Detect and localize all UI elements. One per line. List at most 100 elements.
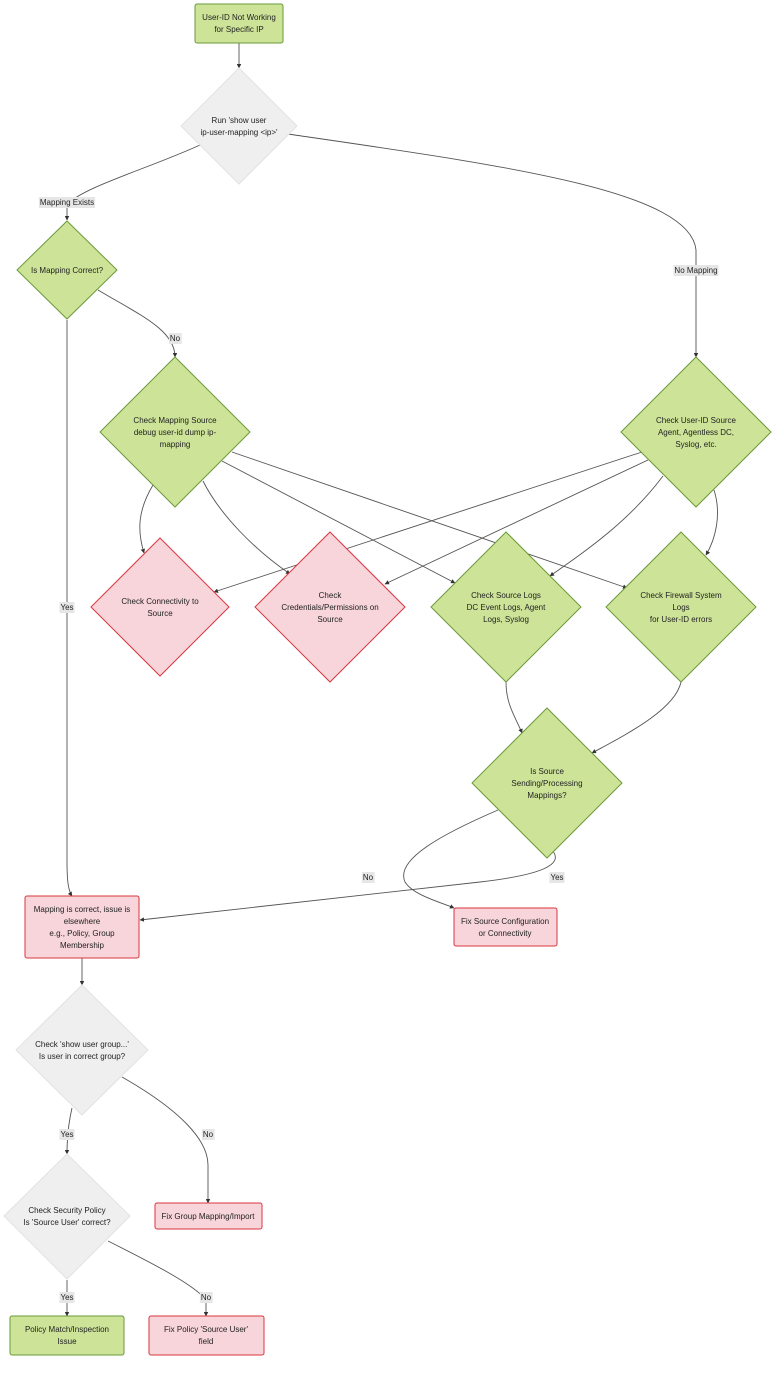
node-text-line: Is user in correct group? bbox=[39, 1052, 126, 1061]
node-text-line: Fix Group Mapping/Import bbox=[162, 1212, 256, 1221]
edge-labels: Mapping Exists No Mapping No Yes No Yes … bbox=[38, 197, 719, 1303]
node-text-line: Check User-ID Source bbox=[656, 416, 737, 425]
node-fix-policy-source-user-text: Fix Policy 'Source User'field bbox=[164, 1325, 248, 1346]
node-text-line: Syslog, etc. bbox=[675, 440, 716, 449]
svg-text:Yes: Yes bbox=[60, 603, 73, 612]
nodes: User-ID Not Working for Specific IP Run '… bbox=[3, 3, 772, 1356]
node-check-connectivity-text: Check Connectivity to Source bbox=[121, 597, 199, 618]
edge-check-mapping-source-to-connectivity bbox=[139, 484, 154, 554]
edge-check-userid-source-to-firewall-logs bbox=[705, 489, 718, 556]
node-start-text: User-ID Not Working for Specific IP bbox=[202, 13, 276, 34]
node-run-show: Run 'show user ip-user-mapping <ip>' bbox=[180, 67, 298, 185]
node-text-line: Logs bbox=[672, 603, 689, 612]
edge-label-policy-yes: Yes bbox=[59, 1292, 75, 1303]
node-text-line: Is Source bbox=[530, 767, 564, 776]
node-fix-source-config-text: Fix Source Configuration or Connectivity bbox=[461, 917, 549, 938]
svg-text:No: No bbox=[363, 873, 374, 882]
node-text-line: Mapping is correct, issue is bbox=[34, 905, 130, 914]
node-fix-group-mapping: Fix Group Mapping/Import bbox=[154, 1202, 263, 1230]
node-text-line: Fix Source Configuration bbox=[461, 917, 549, 926]
svg-text:Yes: Yes bbox=[60, 1130, 73, 1139]
node-text-line: Check Connectivity to bbox=[121, 597, 199, 606]
edge-check-group-to-fix-group-mapping bbox=[121, 1076, 211, 1204]
edge-label-mapping-exists: Mapping Exists bbox=[38, 197, 96, 208]
node-text-line: Check bbox=[319, 591, 343, 600]
svg-text:No: No bbox=[170, 334, 181, 343]
edge-check-userid-source-to-credentials bbox=[384, 459, 649, 585]
edge-is-source-sending-to-fix-source bbox=[403, 809, 499, 909]
edge-is-mapping-correct-to-mapping-elsewhere bbox=[66, 320, 73, 897]
edge-label-policy-no: No bbox=[199, 1292, 213, 1303]
node-text-line: for Specific IP bbox=[214, 25, 263, 34]
node-text-line: Is Mapping Correct? bbox=[31, 266, 104, 275]
node-text-line: Sending/Processing bbox=[511, 779, 582, 788]
node-text-line: Check Source Logs bbox=[471, 591, 541, 600]
node-fix-policy-source-user: Fix Policy 'Source User'field bbox=[148, 1315, 265, 1356]
edge-run-show-to-check-userid-source bbox=[287, 133, 699, 358]
node-text-line: DC Event Logs, Agent bbox=[467, 603, 546, 612]
svg-text:Yes: Yes bbox=[550, 873, 563, 882]
node-is-mapping-correct: Is Mapping Correct? bbox=[16, 220, 118, 320]
node-text-line: Check Firewall System bbox=[640, 591, 722, 600]
node-text-line: Source bbox=[317, 615, 343, 624]
node-text-line: User-ID Not Working bbox=[202, 13, 276, 22]
svg-text:No Mapping: No Mapping bbox=[674, 266, 717, 275]
edge-check-security-policy-to-fix-policy bbox=[107, 1240, 209, 1317]
node-run-show-text: Run 'show user ip-user-mapping <ip>' bbox=[200, 116, 278, 137]
svg-text:No: No bbox=[201, 1293, 212, 1302]
edges bbox=[64, 43, 718, 1317]
edge-label-mapping-no: No bbox=[168, 333, 182, 344]
edge-label-group-yes: Yes bbox=[59, 1129, 75, 1140]
node-text-line: Run 'show user bbox=[212, 116, 267, 125]
node-text-line: or Connectivity bbox=[479, 929, 532, 938]
edge-check-userid-source-to-source-logs bbox=[549, 475, 664, 577]
node-start: User-ID Not Working for Specific IP bbox=[194, 3, 284, 44]
edge-label-sending-no: No bbox=[361, 872, 375, 883]
edge-label-no-mapping: No Mapping bbox=[673, 265, 719, 276]
edge-is-source-sending-to-mapping-elsewhere bbox=[139, 849, 556, 922]
node-fix-group-mapping-text: Fix Group Mapping/Import bbox=[162, 1212, 256, 1221]
edge-run-show-to-is-mapping-correct bbox=[64, 144, 201, 221]
edge-is-mapping-correct-to-check-mapping-source bbox=[97, 289, 178, 358]
node-text-line: Is 'Source User' correct? bbox=[23, 1218, 111, 1227]
node-text-line: Fix Policy 'Source User' bbox=[164, 1325, 248, 1334]
node-text-line: Credentials/Permissions on bbox=[281, 603, 378, 612]
node-check-group-text: Check 'show user group...' Is user in cor… bbox=[35, 1040, 129, 1061]
edge-label-sending-yes: Yes bbox=[549, 872, 565, 883]
node-text-line: Source bbox=[147, 609, 173, 618]
node-check-connectivity: Check Connectivity to Source bbox=[90, 537, 230, 677]
node-check-group: Check 'show user group...' Is user in cor… bbox=[15, 984, 149, 1116]
edge-check-mapping-source-to-source-logs bbox=[221, 460, 456, 584]
node-text-line: Check Mapping Source bbox=[133, 416, 217, 425]
node-text-line: ip-user-mapping <ip>' bbox=[200, 128, 278, 137]
node-fix-source-config: Fix Source Configuration or Connectivity bbox=[453, 907, 558, 947]
edge-check-mapping-source-to-firewall-logs bbox=[231, 451, 628, 589]
node-text-line: Check 'show user group...' bbox=[35, 1040, 129, 1049]
node-text-line: for User-ID errors bbox=[650, 615, 712, 624]
node-text-line: mapping bbox=[160, 440, 191, 449]
edge-check-mapping-source-to-credentials bbox=[202, 480, 291, 575]
node-is-mapping-correct-text: Is Mapping Correct? bbox=[31, 266, 104, 275]
node-text-line: Membership bbox=[60, 941, 105, 950]
edge-firewall-logs-to-is-source-sending bbox=[591, 681, 682, 754]
node-text-line: elsewhere bbox=[64, 917, 101, 926]
